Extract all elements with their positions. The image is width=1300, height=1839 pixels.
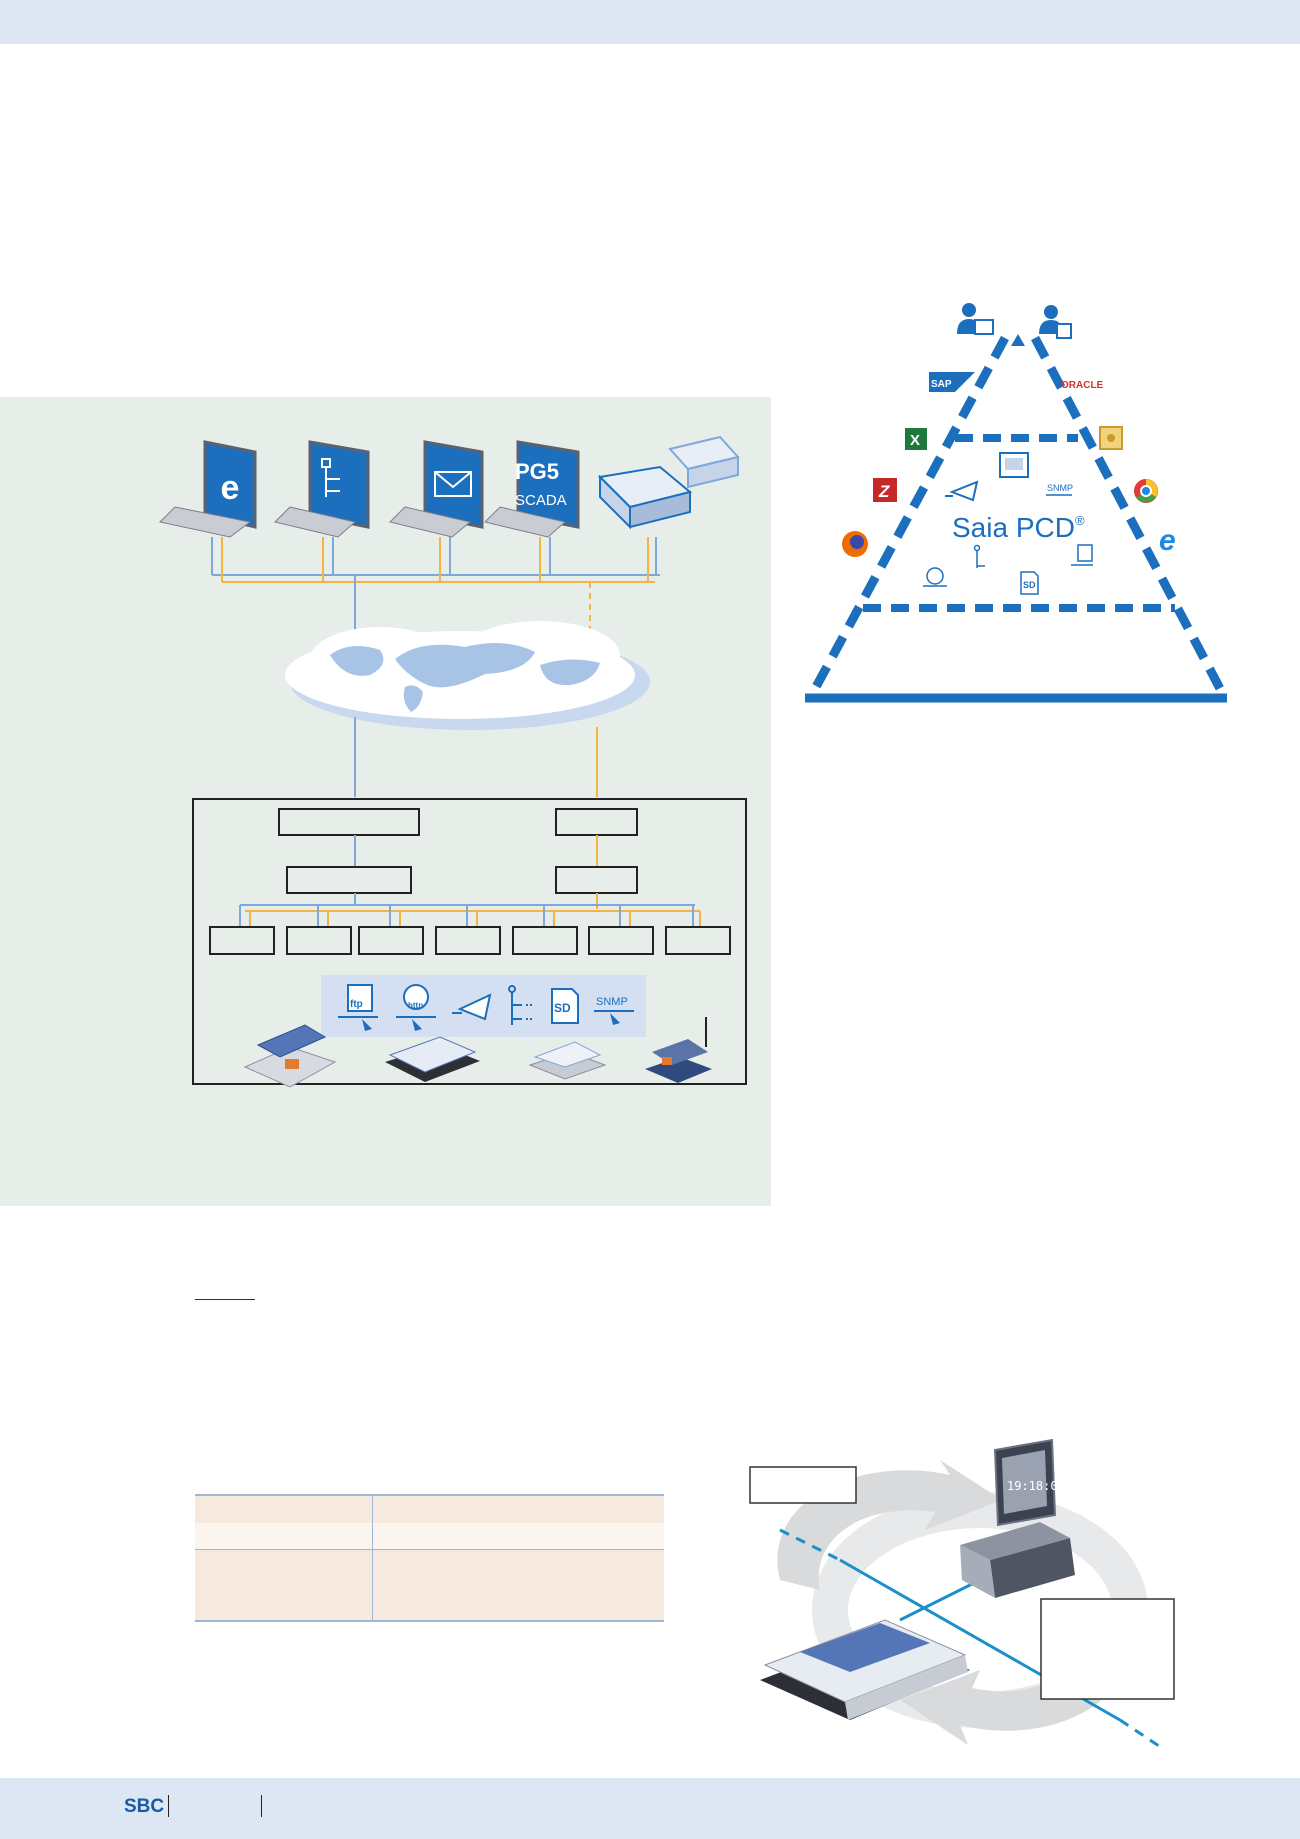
pyramid-left-edge <box>806 335 1009 701</box>
label-box-left <box>749 1466 857 1504</box>
box-router-blue <box>278 808 420 836</box>
pcd-controller <box>760 1619 970 1720</box>
pc-pg5-scada-workstation: PG5 SCADA <box>484 440 580 538</box>
tree-icon <box>973 544 985 568</box>
device-wireless-io <box>645 1017 712 1083</box>
network-diagram-panel: e PG5 SCADA <box>0 397 771 1206</box>
device-drop-lines <box>239 905 701 927</box>
pcd-controller-device <box>597 435 740 530</box>
email-send-icon <box>945 480 979 502</box>
protocol-email-icon <box>452 993 492 1021</box>
box-router-orange <box>555 808 638 836</box>
oracle-logo: ORACLE <box>1061 380 1104 391</box>
snmp-icon: SNMP <box>1047 483 1073 493</box>
hmi-panel-icon <box>999 452 1029 478</box>
manager-icon <box>957 303 994 335</box>
label-box-right <box>1040 1598 1175 1700</box>
svg-text:e: e <box>1159 524 1176 557</box>
clock-sync-diagram: 19:18:02 <box>749 1438 1175 1752</box>
pc-tree-workstation <box>274 440 370 538</box>
chrome-icon <box>1134 479 1158 503</box>
box-switch-orange <box>555 866 638 894</box>
globe-icon <box>923 567 947 587</box>
firefox-icon <box>842 531 868 557</box>
footer-separator <box>261 1795 262 1817</box>
pc-browser-workstation: e <box>158 440 257 538</box>
filezilla-icon: Z <box>873 478 897 502</box>
clock-time: 19:18:02 <box>1007 1479 1065 1493</box>
protocol-snmp-icon: SNMP <box>594 996 634 1025</box>
table-column-divider <box>372 1494 373 1622</box>
table-row <box>195 1550 664 1622</box>
protocol-sd-icon: SD <box>551 988 579 1024</box>
internet-cloud <box>285 621 650 730</box>
excel-icon: X <box>905 428 927 450</box>
svg-text:SAP: SAP <box>931 379 952 390</box>
protocol-ftp-icon: ftp <box>338 984 378 1031</box>
footnote-rule <box>195 1299 255 1300</box>
scada-label: SCADA <box>515 492 567 509</box>
footer-band <box>0 1778 1300 1839</box>
pyramid-diagram: SAP ORACLE X Z e SNMP Saia PCD® <box>805 303 1229 703</box>
svg-text:SD: SD <box>1023 580 1036 590</box>
header-band <box>0 0 1300 44</box>
saia-pcd-label: Saia PCD® <box>952 512 1085 543</box>
pg5-label: PG5 <box>515 459 559 484</box>
svg-text:X: X <box>910 432 920 449</box>
mail-icon <box>434 471 472 497</box>
footer-separator <box>168 1795 169 1817</box>
certificate-icon <box>1099 426 1123 450</box>
technician-icon <box>1039 305 1072 339</box>
svg-text:ftp: ftp <box>350 999 363 1010</box>
device-pcd-small <box>528 1041 607 1080</box>
sap-logo: SAP <box>929 372 975 392</box>
document-hand-icon <box>1071 544 1093 566</box>
ie-icon: e <box>221 469 240 507</box>
tree-icon <box>321 458 340 497</box>
svg-text:SNMP: SNMP <box>596 996 628 1008</box>
internet-explorer-icon: e <box>1159 524 1176 557</box>
protocol-http-icon: http <box>396 984 436 1031</box>
device-boxes <box>209 926 731 955</box>
network-diagram: e PG5 SCADA <box>158 435 747 1088</box>
protocol-tree-icon <box>508 985 532 1025</box>
svg-text:Z: Z <box>878 482 890 501</box>
device-modular-plc <box>243 1024 337 1088</box>
footer-brand-logo: SBC <box>124 1796 165 1817</box>
table-row <box>195 1523 664 1550</box>
installation-frame <box>192 798 747 1085</box>
server-computer: 19:18:02 <box>960 1438 1075 1598</box>
box-switch-blue <box>286 866 412 894</box>
device-pcd-compact <box>385 1036 480 1082</box>
svg-text:http: http <box>408 1001 423 1010</box>
svg-text:SD: SD <box>554 1001 571 1015</box>
sd-card-icon: SD <box>1020 571 1039 595</box>
pc-mail-workstation <box>389 440 484 538</box>
table-header-row <box>195 1494 664 1524</box>
